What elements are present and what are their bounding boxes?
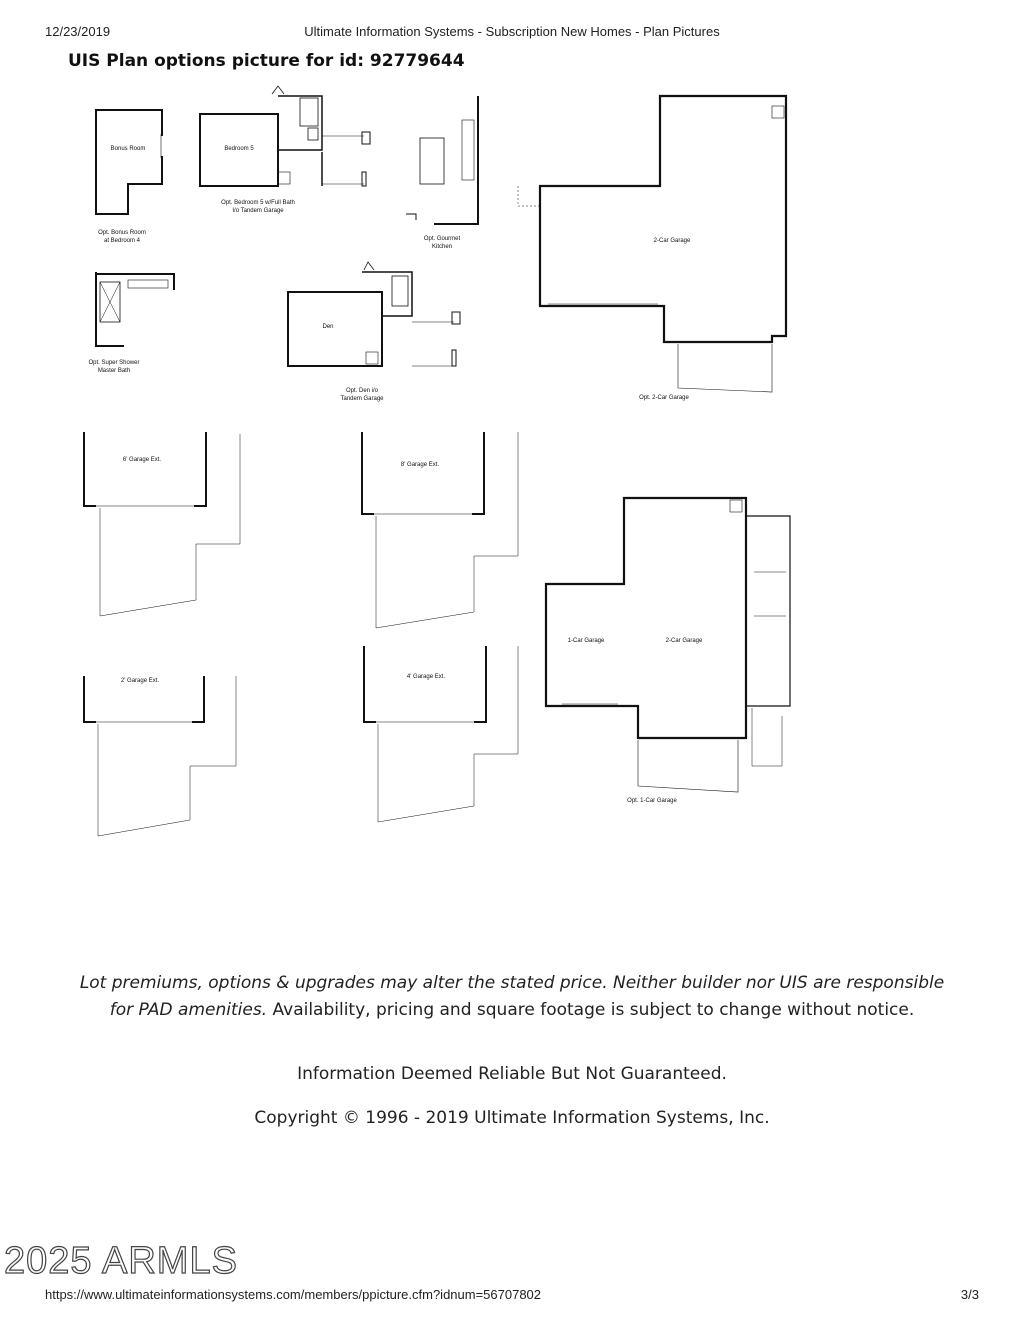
den-option: Den Opt. Den i/o Tandem Garage: [287, 261, 461, 402]
bedroom5-caption-2: I/o Tandem Garage: [232, 208, 284, 214]
ext6-label: 6' Garage Ext.: [123, 457, 161, 463]
bonus-caption-2: at Bedroom 4: [104, 238, 141, 244]
reliability-notice: Information Deemed Reliable But Not Guar…: [297, 1064, 727, 1084]
one-car-garage-option: 1-Car Garage 2-Car Garage Opt. 1-Car Gar…: [544, 496, 791, 804]
garage-ext-2-option: 2' Garage Ext.: [83, 676, 237, 837]
one-car-garage-label: 1-Car Garage: [568, 638, 605, 644]
floor-plan-options-image: Bonus Room Opt. Bonus Room at Bedroom 4 …: [66, 76, 822, 848]
gourmet-kitchen-option: Opt. Gourmet Kitchen: [406, 96, 479, 250]
ext4-label: 4' Garage Ext.: [407, 674, 445, 680]
two-car-garage-b-label: 2-Car Garage: [666, 638, 703, 644]
den-caption-2: Tandem Garage: [340, 396, 384, 402]
shower-caption-2: Master Bath: [98, 368, 130, 374]
garage-ext-4-option: 4' Garage Ext.: [363, 646, 519, 823]
super-shower-option: Opt. Super Shower Master Bath: [88, 272, 175, 374]
den-label: Den: [322, 324, 333, 330]
one-car-caption: Opt. 1-Car Garage: [627, 798, 677, 804]
page-number: 3/3: [960, 1287, 979, 1302]
two-car-garage-label: 2-Car Garage: [654, 238, 691, 244]
two-car-garage-option: 2-Car Garage Opt. 2-Car Garage: [517, 94, 788, 401]
garage-ext-6-option: 6' Garage Ext.: [83, 432, 241, 617]
ext2-label: 2' Garage Ext.: [121, 678, 159, 684]
den-caption-1: Opt. Den i/o: [346, 388, 379, 394]
kitchen-caption-2: Kitchen: [432, 244, 452, 250]
disclaimer-normal: Availability, pricing and square footage…: [267, 1000, 915, 1020]
bedroom5-label: Bedroom 5: [224, 146, 254, 152]
copyright: Copyright © 1996 - 2019 Ultimate Informa…: [254, 1108, 770, 1128]
disclaimer-italic: Lot premiums, options & upgrades may alt…: [79, 973, 945, 1020]
garage-ext-8-option: 8' Garage Ext.: [361, 432, 519, 629]
two-car-caption: Opt. 2-Car Garage: [639, 395, 689, 401]
print-url: https://www.ultimateinformationsystems.c…: [45, 1287, 542, 1302]
bonus-room-option: Bonus Room Opt. Bonus Room at Bedroom 4: [95, 109, 164, 244]
page-title: UIS Plan options picture for id: 9277964…: [68, 51, 465, 71]
bedroom5-option: Bedroom 5 Opt. Bedroom 5 w/Full Bath I/o…: [199, 85, 371, 214]
ext8-label: 8' Garage Ext.: [401, 462, 439, 468]
kitchen-caption-1: Opt. Gourmet: [424, 236, 461, 242]
disclaimer: Lot premiums, options & upgrades may alt…: [70, 970, 954, 1024]
print-date: 12/23/2019: [45, 24, 111, 39]
shower-caption-1: Opt. Super Shower: [88, 360, 139, 366]
armls-watermark: 2025 ARMLS: [3, 1239, 238, 1282]
bonus-caption-1: Opt. Bonus Room: [98, 230, 146, 236]
bonus-room-label: Bonus Room: [111, 146, 146, 152]
print-title: Ultimate Information Systems - Subscript…: [304, 24, 720, 39]
bedroom5-caption-1: Opt. Bedroom 5 w/Full Bath: [221, 200, 295, 206]
